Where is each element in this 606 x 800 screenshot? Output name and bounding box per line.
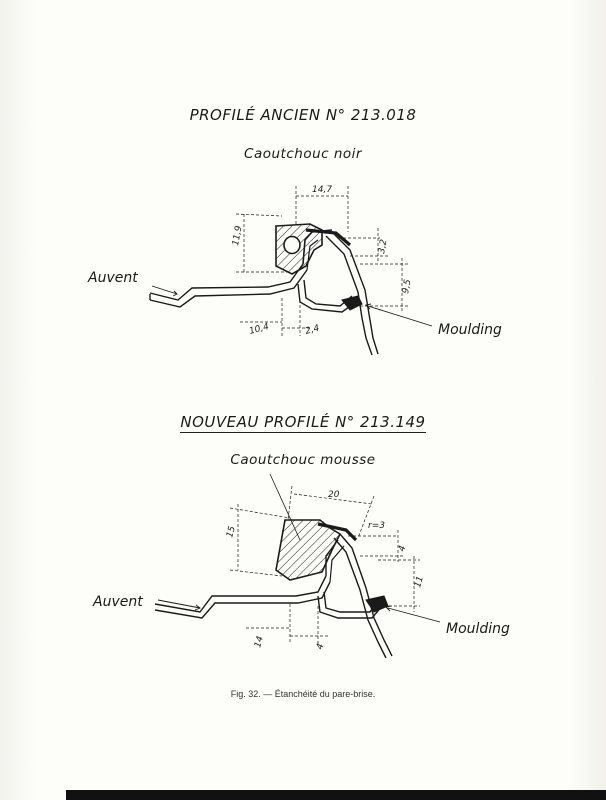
old-dim-depth: 9,5 [401, 278, 413, 294]
figure-caption: Fig. 32. — Étanchéité du pare-brise. [230, 689, 376, 699]
old-profile-material: Caoutchouc noir [244, 146, 362, 162]
new-dim-width: 20 [328, 490, 340, 500]
scan-edge [66, 790, 606, 800]
new-profile-diagram [154, 473, 441, 659]
new-auvent-label: Auvent [93, 594, 143, 610]
new-moulding-label: Moulding [446, 621, 510, 637]
new-dim-radius: r=3 [368, 521, 385, 531]
new-dim-flange: 14 [253, 635, 266, 649]
old-dim-gap: 2,4 [304, 323, 321, 336]
old-profile-diagram [149, 186, 433, 356]
old-profile-title: PROFILÉ ANCIEN N° 213.018 [189, 106, 417, 124]
old-dim-lip: 3,2 [377, 238, 389, 254]
old-moulding-label: Moulding [438, 322, 502, 338]
old-auvent-label: Auvent [88, 270, 138, 286]
new-rubber-profile [275, 519, 342, 581]
new-dim-height: 15 [225, 525, 238, 539]
old-dim-width: 14,7 [312, 185, 332, 195]
new-dim-lip: 4 [397, 544, 408, 552]
new-dim-depth: 11 [413, 575, 426, 589]
new-dim-gap: 4 [315, 642, 326, 650]
old-dim-flange: 10,4 [248, 322, 270, 337]
new-profile-material: Caoutchouc mousse [230, 452, 376, 468]
old-dim-height: 11,9 [231, 225, 244, 247]
new-profile-title: NOUVEAU PROFILÉ N° 213.149 [180, 413, 426, 433]
